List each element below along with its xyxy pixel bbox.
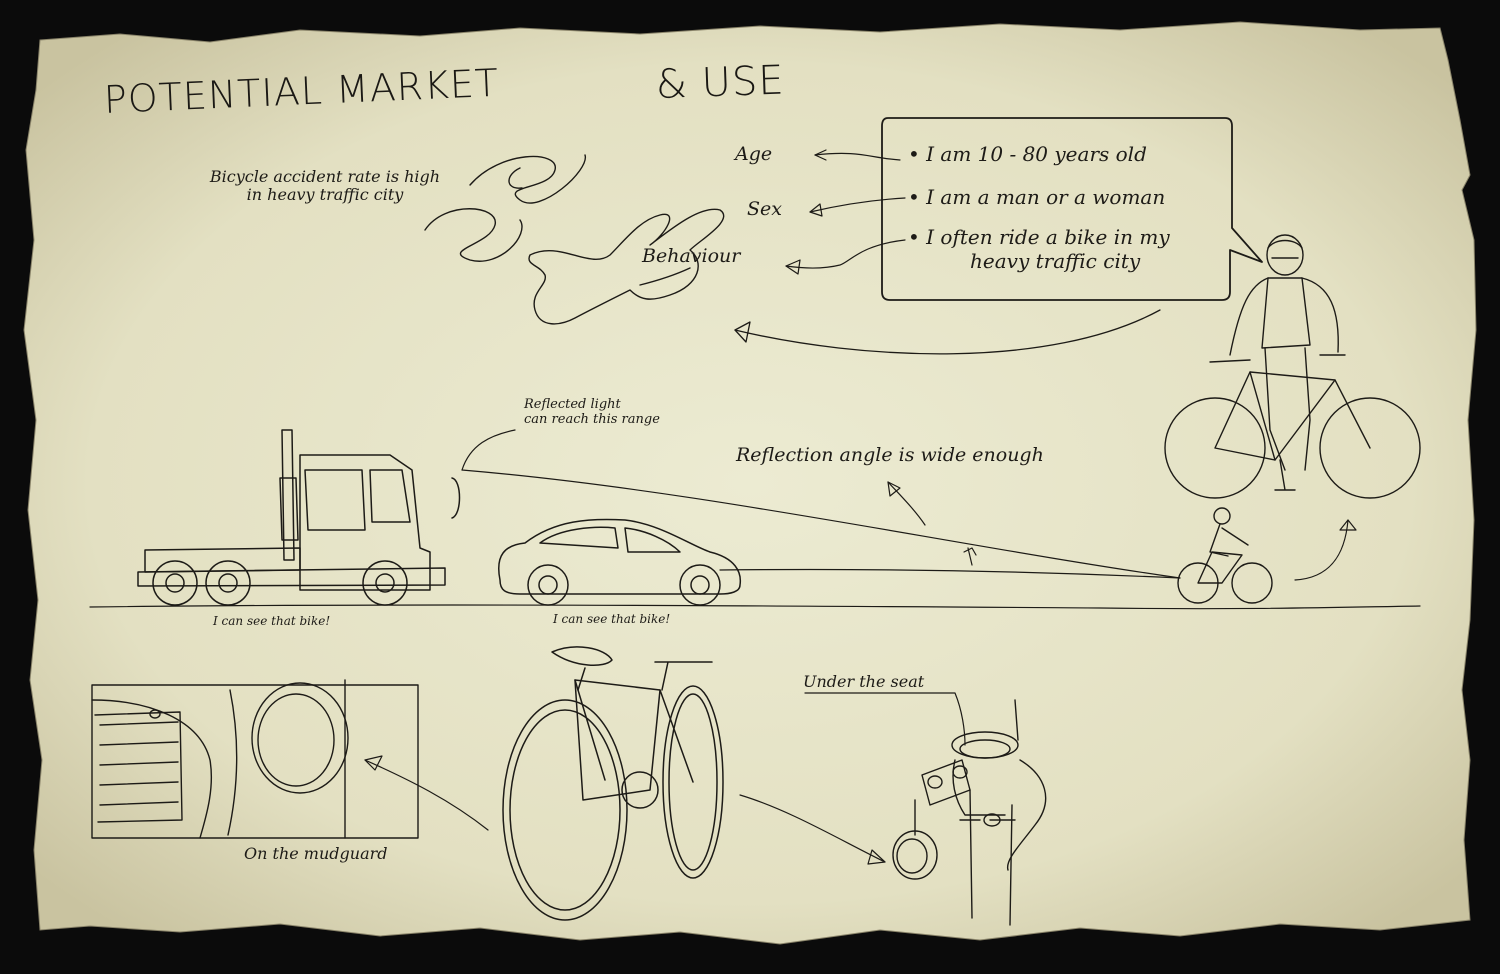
angle-mark: [963, 547, 977, 566]
page-title-use: & USE: [655, 57, 786, 108]
ground-line: [89, 604, 1421, 610]
light-beam-lower: [719, 568, 1181, 579]
reflected-light-note: Reflected light can reach this range: [524, 397, 660, 428]
bubble-age: • I am 10 - 80 years old: [908, 142, 1147, 166]
mudguard-caption: On the mudguard: [244, 844, 388, 863]
arrow-seat-light: [739, 794, 886, 863]
bubble-sex: • I am a man or a woman: [908, 185, 1166, 209]
label-sex: Sex: [747, 198, 782, 220]
accident-note: Bicycle accident rate is high in heavy t…: [185, 167, 465, 205]
bubble-behaviour-2: heavy traffic city: [970, 249, 1141, 273]
truck-sketch: [137, 429, 461, 606]
leader-reflected-light: [461, 429, 516, 471]
reflected-light-line-2: can reach this range: [524, 411, 660, 427]
leader-under-seat: [804, 692, 966, 746]
label-behaviour: Behaviour: [642, 245, 741, 267]
bubble-behaviour-1: • I often ride a bike in my: [908, 225, 1170, 249]
bicycle-sketch: [502, 646, 724, 921]
arrow-person-to-outline: [734, 309, 1161, 355]
arrow-sex: [809, 197, 906, 213]
reflection-angle-note: Reflection angle is wide enough: [736, 444, 1044, 466]
seat-clamp-sketch: [892, 699, 1047, 926]
chalk-outline: [528, 208, 725, 325]
speech-bubble: [881, 117, 1263, 301]
truck-caption: I can see that bike!: [213, 614, 331, 628]
car-sketch: [498, 518, 742, 606]
car-caption: I can see that bike!: [553, 612, 671, 626]
torn-paper: [23, 21, 1477, 945]
arrow-reflection-note: [887, 481, 926, 526]
arrow-behaviour: [785, 239, 906, 269]
person-with-bike: [1164, 234, 1421, 499]
light-beam-upper: [461, 469, 1181, 579]
small-cyclist: [1177, 507, 1273, 604]
mudguard-detail-sketch: [91, 679, 419, 839]
arrow-mudguard: [364, 759, 489, 831]
label-age: Age: [735, 143, 773, 165]
accident-note-line-1: Bicycle accident rate is high: [209, 167, 441, 186]
reflected-light-line-1: Reflected light: [524, 397, 621, 412]
scribble-sketch: [424, 154, 586, 262]
arrow-age: [814, 152, 901, 161]
accident-note-line-2: in heavy traffic city: [246, 185, 404, 205]
under-seat-caption: Under the seat: [803, 672, 925, 691]
